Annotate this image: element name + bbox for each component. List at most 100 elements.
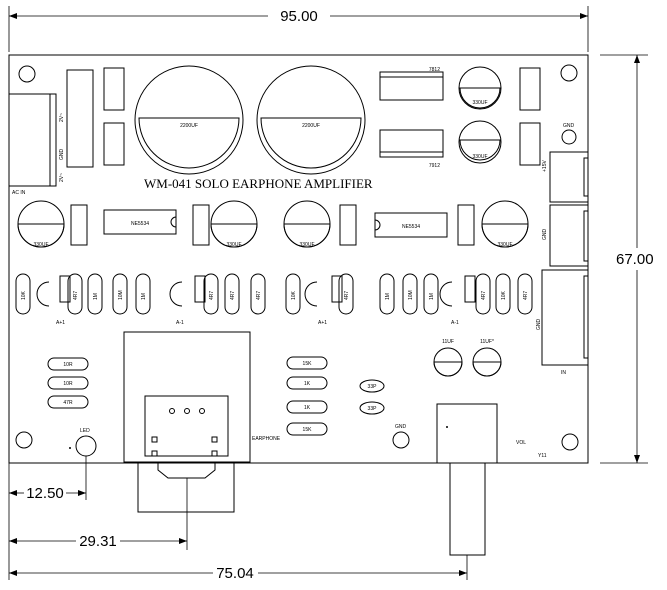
big-cap-1: 2200UF [134,65,244,175]
dim-led: 12.50 [26,485,64,502]
input-connector: GND IN [536,269,589,376]
board-outline [8,54,589,464]
gnd-pad: GND [392,424,410,449]
opamp-label-1: A+1 [56,320,65,326]
resistor-label: 1M [93,293,99,300]
resistor-tr-1 [519,67,541,111]
mounting-holes [15,64,579,451]
cer-cap-1: 33P [368,384,378,390]
diode [464,275,476,303]
fb-res-4: 15K [303,427,313,433]
resistor [224,273,240,315]
power-header: GND +15V GND [542,123,589,267]
resistor-label: 10M [408,290,414,300]
in-res-2: 10R [63,381,73,387]
cap-d-label: 330UF [497,242,512,248]
transistor [169,281,183,307]
big-cap-1-label: 2200UF [180,123,198,129]
resistor-label: 4R7 [481,291,487,300]
ic-1: NE5534 [103,209,177,235]
big-cap-2: 2200UF [256,65,366,175]
cap-b-label: 330UF [226,242,241,248]
resistor-tr-2 [519,122,541,166]
resistor [15,273,31,315]
ac-rail-b: 2V~ [59,173,65,182]
resistor [517,273,533,315]
cer-cap-2: 33P [368,406,378,412]
resistor [87,273,103,315]
resistor [203,273,219,315]
led: LED [69,428,97,457]
top-right-cap-2: 330UF [458,120,502,164]
regulator-7912: 7912 [379,129,444,169]
vol-label: VOL [516,440,526,446]
resistor-label: 10K [501,290,507,300]
in-res-3: 47R [63,400,73,406]
resistor-label: 4R7 [73,291,79,300]
dim-earphone: 29.31 [79,533,117,550]
opamp-label-4: A-1 [451,320,459,326]
in-label: IN [561,370,566,376]
big-cap-2-label: 2200UF [302,123,320,129]
input-resistors: 10R 10R 47R [47,357,89,409]
volume-pot: VOL Y11 [436,403,547,556]
resistor [379,273,395,315]
board-title: WM-041 SOLO EARPHONE AMPLIFIER [144,176,373,191]
diode [59,275,71,303]
resistor [338,273,354,315]
cap-a-label: 330UF [33,242,48,248]
fb-res-2: 1K [304,381,311,387]
headphone-jack: EARPHONE [123,331,281,513]
resistor-label: 1M [385,293,391,300]
dim-width: 95.00 [280,8,318,25]
dim-height: 67.00 [616,251,654,268]
diode [194,275,206,303]
opamp-label-3: A+1 [318,320,327,326]
transistor [36,281,50,307]
resistor [475,273,491,315]
ac-in-connector: AC IN GND 2V~ 2V~ [8,93,65,196]
dimension-top: 95.00 [8,6,589,52]
in-res-1: 10R [63,362,73,368]
resistor [112,273,128,315]
gnd-pad-label: GND [395,424,407,430]
resistor-label: 10K [21,290,27,300]
top-right-cap-1: 330UF [458,66,502,110]
tr-cap-2-label: 330UF [472,154,487,160]
resistor-label: 4R7 [209,291,215,300]
rectifier [66,69,94,168]
resistor [402,273,418,315]
resistor-top-1 [103,67,125,111]
resistor [285,273,301,315]
diode [331,275,343,303]
cap-c-label: 330UF [299,242,314,248]
resistor-label: 10K [291,290,297,300]
row-caps: 330UF NE5534 330UF 330UF NE5534 330UF [17,200,529,248]
resistor-top-2 [103,122,125,166]
gnd-top-label: GND [563,123,575,129]
side-cap-1-label: 11UF [442,339,454,345]
resistor [423,273,439,315]
dimension-bottom: 12.50 29.31 75.04 [8,456,468,582]
tr-cap-1-label: 330UF [472,100,487,106]
resistor-label: 1M [429,293,435,300]
in-gnd-label: GND [536,319,542,331]
transistor [304,281,318,307]
resistor [495,273,511,315]
resistor-label: 4R7 [344,291,350,300]
resistor-label: 10M [118,290,124,300]
dim-vol: 75.04 [216,565,254,582]
transistor [439,281,453,307]
opamp-label-2: A-1 [176,320,184,326]
resistor-label: 4R7 [230,291,236,300]
pin-gnd: GND [542,229,548,241]
resistor [135,273,151,315]
led-label: LED [80,428,90,434]
ceramic-caps: 33P 33P [359,379,385,415]
ic-1-label: NE5534 [131,221,149,227]
reg-7912-label: 7912 [429,163,440,169]
pin-plus15: +15V [542,160,548,172]
feedback-resistors: 15K 1K 1K 15K [286,356,328,436]
